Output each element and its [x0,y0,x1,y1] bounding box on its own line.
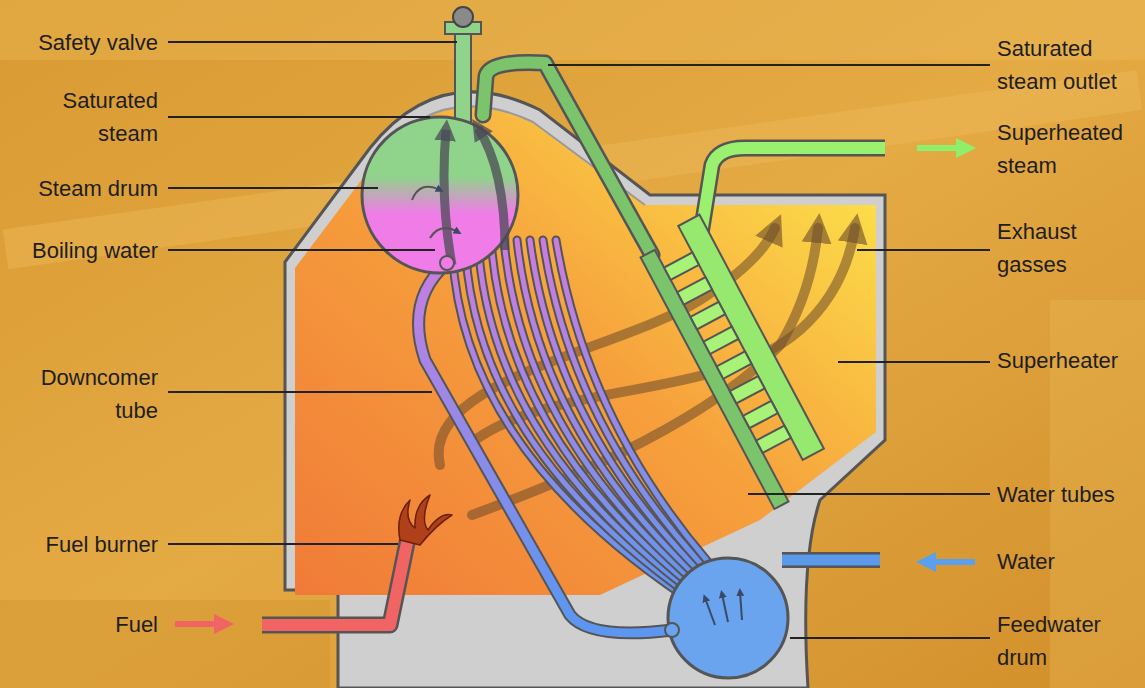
superheater [690,302,725,329]
water-inlet [782,552,880,568]
part-label: Saturated steam [38,84,158,150]
steam-drum [440,256,454,270]
part-label: Safety valve [8,26,158,59]
steam-drum [478,128,505,250]
flow-arrows [214,614,234,634]
part-label: Superheated steam [997,116,1137,182]
superheater [743,401,778,428]
part-label: Fuel burner [0,528,158,561]
part-label: Boiling water [0,234,158,267]
leader-lines [168,116,430,118]
leader-lines [168,391,432,393]
leader-lines [168,249,435,251]
fuel-burner [262,538,408,625]
feedwater-drum [665,558,788,678]
superheater [664,252,699,279]
superheated-steam-pipe [700,148,885,240]
feedwater-drum [740,592,742,620]
leader-lines [790,637,990,639]
leader-lines [168,42,990,638]
leader-lines [168,543,398,545]
part-label: Saturated steam outlet [997,32,1137,98]
superheater [636,215,838,509]
part-label: Steam drum [8,172,158,205]
fuel-burner [399,495,452,545]
water-tubes [530,240,741,610]
leader-lines [168,41,457,43]
leader-lines [168,187,378,189]
feedwater-drum [665,623,679,637]
part-label: Superheater [997,344,1143,377]
water-tubes [452,240,753,610]
steam-drum [412,187,440,200]
superheater [704,327,739,354]
flow-arrows [175,138,976,634]
steam-drum [430,228,458,238]
feedwater-drum [668,558,788,678]
flow-arrows [175,621,218,627]
water-inlet [782,560,880,561]
fuel-burner [262,495,452,625]
flow-arrows [917,145,960,151]
superheater [730,376,765,403]
superheater [717,351,752,378]
part-label: Water [997,545,1143,578]
part-label: Feedwater drum [997,608,1117,674]
superheater [677,277,712,304]
steam-drum [444,130,452,265]
superheater [678,215,824,460]
feedwater-drum [705,598,715,625]
leader-lines [548,64,990,66]
flow-arrows [916,552,936,572]
water-inlet [782,555,880,566]
flow-arrows [956,138,976,158]
safety-valve [453,7,473,27]
leader-lines [857,249,990,251]
leader-lines [838,361,990,363]
part-label: Downcomer tube [28,361,158,427]
part-label: Fuel [8,608,158,641]
leader-lines [748,493,990,495]
background [0,600,330,688]
feedwater-drum [722,594,728,622]
part-label: Exhaust gasses [997,215,1107,281]
boiler-casing [285,92,885,688]
flow-arrows [932,559,975,565]
superheater [756,426,791,453]
superheated-steam-pipe [700,148,885,240]
fuel-burner [262,538,408,625]
part-label: Water tubes [997,478,1143,511]
safety-valve [455,30,471,125]
background [0,0,1145,60]
water-tubes [530,240,741,610]
superheated-steam-pipe [700,148,885,240]
